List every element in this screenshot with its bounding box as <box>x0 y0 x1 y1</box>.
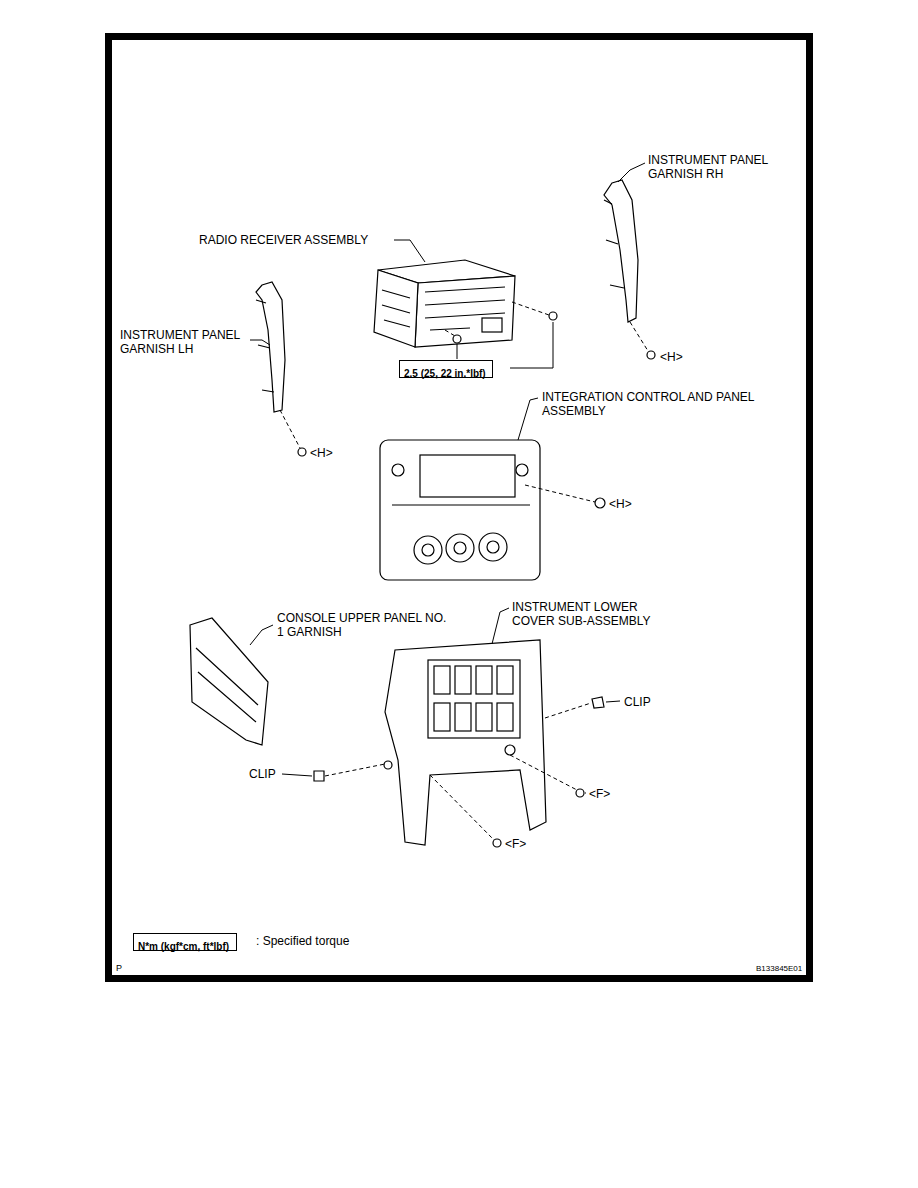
switch <box>434 666 450 694</box>
panel-line <box>392 504 530 505</box>
panel-hole <box>392 464 404 476</box>
bolt <box>647 351 655 359</box>
unit-text: N*m (kgf*cm, ft*lbf) <box>138 941 229 953</box>
torque-leader <box>510 322 553 368</box>
panel-knob-center <box>487 541 499 553</box>
switch <box>455 666 471 694</box>
bolt <box>298 448 306 456</box>
switch <box>476 666 492 694</box>
screw-hole <box>505 745 515 755</box>
leader-line <box>618 163 645 182</box>
bolt <box>595 498 605 508</box>
fastener-code: <H> <box>660 350 683 364</box>
switch <box>434 703 450 731</box>
page-mark: P <box>116 962 122 974</box>
dashed-line <box>512 302 549 315</box>
integration-panel <box>380 440 540 580</box>
radio-front <box>415 276 515 347</box>
torque-value: 2.5 (25, 22 in.*lbf) <box>404 368 486 380</box>
leader-line <box>518 398 538 440</box>
page-frame <box>105 33 813 982</box>
leader-line <box>492 608 509 644</box>
garnish-lh-tab <box>256 300 274 392</box>
leader-line <box>585 793 586 794</box>
clip <box>314 771 324 781</box>
radio-side <box>374 270 418 347</box>
part-name: INSTRUMENT LOWER COVER SUB-ASSEMBLY <box>512 600 662 628</box>
switch <box>455 703 471 731</box>
part-name: INSTRUMENT PANEL GARNISH RH <box>648 153 788 181</box>
clip <box>592 697 604 708</box>
dashed-line <box>430 775 494 840</box>
part-name: CLIP <box>624 695 651 709</box>
part-name: INSTRUMENT PANEL GARNISH LH <box>120 328 248 356</box>
legend-text: : Specified torque <box>256 934 349 948</box>
leader-line <box>250 625 273 645</box>
part-name: CONSOLE UPPER PANEL NO. 1 GARNISH <box>277 611 447 639</box>
dashed-line <box>525 485 595 502</box>
dashed-line <box>445 330 455 336</box>
install-lines <box>280 302 648 840</box>
bolt <box>453 335 461 343</box>
torque-leader <box>457 344 458 359</box>
part-name: RADIO RECEIVER ASSEMBLY <box>199 233 368 247</box>
fastener-code: <F> <box>589 787 610 801</box>
dashed-line <box>545 703 591 718</box>
panel-knob-center <box>454 542 466 554</box>
panel-knob <box>414 536 442 564</box>
dashed-line <box>325 764 385 776</box>
leader-lines <box>250 163 645 793</box>
bolt <box>576 789 584 797</box>
panel-knob-center <box>422 544 434 556</box>
lower-cover <box>385 640 546 845</box>
switch-bezel <box>428 660 520 738</box>
clip-hole <box>384 761 392 769</box>
fastener-code: <H> <box>609 497 632 511</box>
bolt <box>549 312 557 320</box>
panel-knob <box>479 533 507 561</box>
page-ground <box>112 40 806 975</box>
bolt <box>493 839 501 847</box>
dashed-line <box>630 322 648 351</box>
panel-hole <box>516 464 528 476</box>
part-name: CLIP <box>249 767 276 781</box>
fastener-code: <H> <box>310 446 333 460</box>
leader-line <box>250 340 270 345</box>
radio-knob <box>482 318 502 332</box>
panel-screen <box>420 455 515 497</box>
leader-line <box>606 701 620 702</box>
legend-box: N*m (kgf*cm, ft*lbf) <box>133 933 237 951</box>
leader-line <box>282 774 312 776</box>
fastener-code: <F> <box>505 837 526 851</box>
console-garnish-line <box>196 648 258 722</box>
parts <box>190 180 655 847</box>
panel-knob <box>446 534 474 562</box>
switch <box>476 703 492 731</box>
garnish-rh-tab <box>604 200 624 288</box>
figure-code: B133845E01 <box>756 963 802 974</box>
torque-box: 2.5 (25, 22 in.*lbf) <box>399 360 493 378</box>
switch <box>497 703 513 731</box>
part-name: INTEGRATION CONTROL AND PANEL ASSEMBLY <box>542 390 757 418</box>
garnish-lh <box>256 282 285 412</box>
switch <box>497 666 513 694</box>
radio-bracket <box>382 290 410 327</box>
garnish-rh <box>604 180 638 322</box>
dashed-line <box>510 755 577 790</box>
dashed-line <box>280 410 300 448</box>
leader-line <box>394 240 425 262</box>
